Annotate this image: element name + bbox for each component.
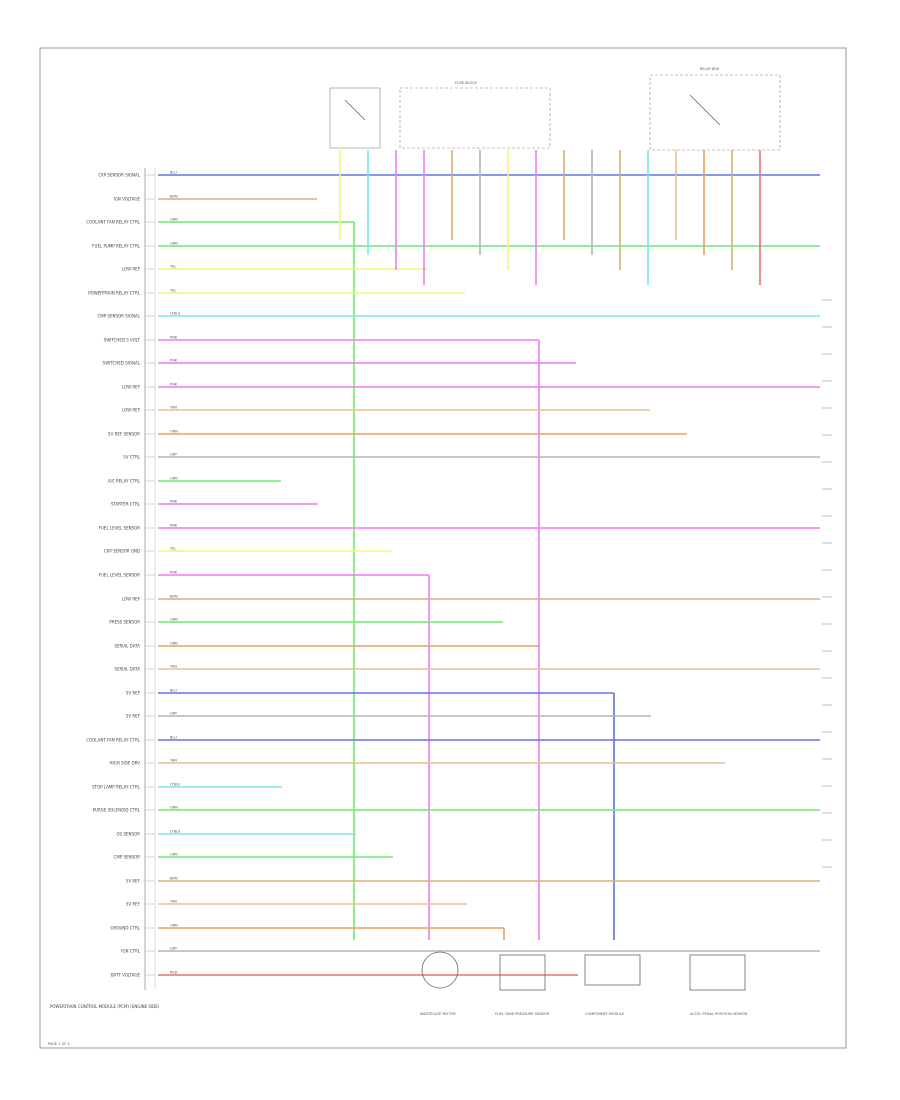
wire-color-tag: PNK [170, 336, 178, 340]
pcm-pin-label: IGN VOLTAGE [114, 197, 141, 202]
wire-color-tag: GRY [170, 453, 178, 457]
pcm-pin-label: CKP SENSOR GND [104, 549, 140, 554]
pcm-pin-label: LOW REF [122, 385, 141, 390]
pcm-pin-label: PURGE SOLENOID CTRL [93, 808, 141, 813]
fuse-block-label: FUSE BLOCK [455, 81, 478, 85]
pcm-pin-label: POWERTRAIN RELAY CTRL [88, 291, 141, 296]
wire-color-tag: LTBLU [170, 830, 181, 834]
pcm-title: POWERTRAIN CONTROL MODULE (PCM) (ENGINE … [50, 1004, 160, 1009]
wire-color-tag: LTBLU [170, 783, 181, 787]
pcm-pin-label: LOW REF [122, 597, 141, 602]
pcm-pin-label: SWITCHED SIGNAL [103, 361, 141, 366]
pcm-pin-label: 5V CTRL [123, 455, 141, 460]
page-number: PAGE 1 OF 2 [48, 1042, 70, 1046]
wire-color-tag: TAN [169, 900, 177, 904]
relay-box-label: RELAY BOX [700, 67, 720, 71]
pcm-pin-label: 5V REF [126, 879, 141, 884]
wastegate-motor-label: WASTEGATE MOTOR [420, 1012, 456, 1016]
wire-color-tag: YEL [170, 547, 176, 551]
wastegate-motor: WASTEGATE MOTOR [420, 951, 459, 1016]
wire-color-tag: GRY [170, 947, 178, 951]
wire-color-tag: BRN [170, 195, 178, 199]
pcm-pin-label: O2 SENSOR [117, 832, 141, 837]
pcm-pin-label: COOLANT FAN RELAY CTRL [86, 738, 141, 743]
wire-color-tag: GRN [170, 242, 178, 246]
ignition-switch [329, 87, 381, 149]
wire-color-tag: PNK [170, 524, 178, 528]
pcm-pin-label: CMP SENSOR [114, 855, 141, 860]
pcm-pin-label: SWITCHED 5 VOLT [104, 338, 141, 343]
wire-color-tag: YEL [170, 265, 176, 269]
wire-color-tag: GRN [170, 618, 178, 622]
wire-color-tag: TAN [169, 665, 177, 669]
pcm-pin-label: GROUND CTRL [110, 926, 140, 931]
diagram-frame [39, 47, 847, 1049]
accel-pedal-sensor-label: ACCEL PEDAL POSITION SENSOR [690, 1012, 748, 1016]
fuse-block: FUSE BLOCK [399, 81, 551, 149]
pcm-pin-label: CKP SENSOR SIGNAL [98, 173, 140, 178]
wire-group [158, 150, 820, 976]
wire-color-tag: TAN [169, 406, 177, 410]
pcm-pin-label: STOP LAMP RELAY CTRL [92, 785, 141, 790]
wire-color-tag: GRY [170, 712, 178, 716]
wire-color-tag: GRN [170, 218, 178, 222]
wire-color-tag: PNK [170, 500, 178, 504]
pcm-pin-label: HIGH SIDE DRV [109, 761, 140, 766]
pcm-pin-label: CMP SENSOR SIGNAL [98, 314, 141, 319]
pcm-pin-label: A/C RELAY CTRL [108, 479, 141, 484]
wire-color-tag: PNK [170, 571, 178, 575]
wire-color-tag: BLU [170, 171, 177, 175]
wire-color-tag: LTBLU [170, 312, 181, 316]
pcm-pin-label: LOW REF [122, 267, 141, 272]
pcm-pin-label: 5V REF [126, 902, 141, 907]
pcm-pin-label: COOLANT FAN RELAY CTRL [86, 220, 141, 225]
relay-box: RELAY BOX [649, 67, 781, 151]
component-module: COMPONENT MODULE [584, 954, 641, 1016]
pcm-pin-label: PRESS SENSOR [109, 620, 140, 625]
fuel-tank-pressure-sensor: FUEL TANK PRESSURE SENSOR [495, 954, 550, 1016]
accel-pedal-sensor: ACCEL PEDAL POSITION SENSOR [689, 954, 748, 1016]
pcm-pin-label: 5V REF [126, 714, 141, 719]
wire-color-tag: RED [170, 971, 178, 975]
wire-color-tag: PNK [170, 359, 178, 363]
pcm-pin-label: FUEL PUMP RELAY CTRL [92, 244, 141, 249]
wire-color-tag: BRN [170, 877, 178, 881]
wire-color-tag: ORN [170, 430, 178, 434]
pcm-connector [144, 168, 156, 990]
wire-color-tag: BLU [170, 736, 177, 740]
pcm-pin-label: LOW REF [122, 408, 141, 413]
wire-color-tag: BRN [170, 595, 178, 599]
wire-color-tag: PNK [170, 383, 178, 387]
wire-color-tag: BLU [170, 689, 177, 693]
wire-color-tag: GRN [170, 806, 178, 810]
pcm-pin-label: IGN CTRL [121, 949, 141, 954]
wire-color-tag: ORN [170, 924, 178, 928]
wire-color-tag: GRN [170, 477, 178, 481]
fuel-tank-pressure-sensor-label: FUEL TANK PRESSURE SENSOR [495, 1012, 550, 1016]
pcm-pin-label: FUEL LEVEL SENSOR [99, 573, 141, 578]
pcm-pin-label: STARTER CTRL [111, 502, 141, 507]
pcm-pin-label: SERIAL DATA [114, 644, 140, 649]
wire-color-tag: ORN [170, 642, 178, 646]
component-module-label: COMPONENT MODULE [585, 1012, 624, 1016]
wire-color-tag: YEL [170, 289, 176, 293]
wire-color-tag: GRN [170, 853, 178, 857]
pcm-pin-label: FUEL LEVEL SENSOR [99, 526, 141, 531]
pcm-pin-label: 5V REF SENSOR [108, 432, 140, 437]
pcm-pin-label: BATT VOLTAGE [111, 973, 141, 978]
wire-color-tag: TAN [169, 759, 177, 763]
pcm-pin-label: 5V REF [126, 691, 141, 696]
pcm-pin-label: SERIAL DATA [114, 667, 140, 672]
